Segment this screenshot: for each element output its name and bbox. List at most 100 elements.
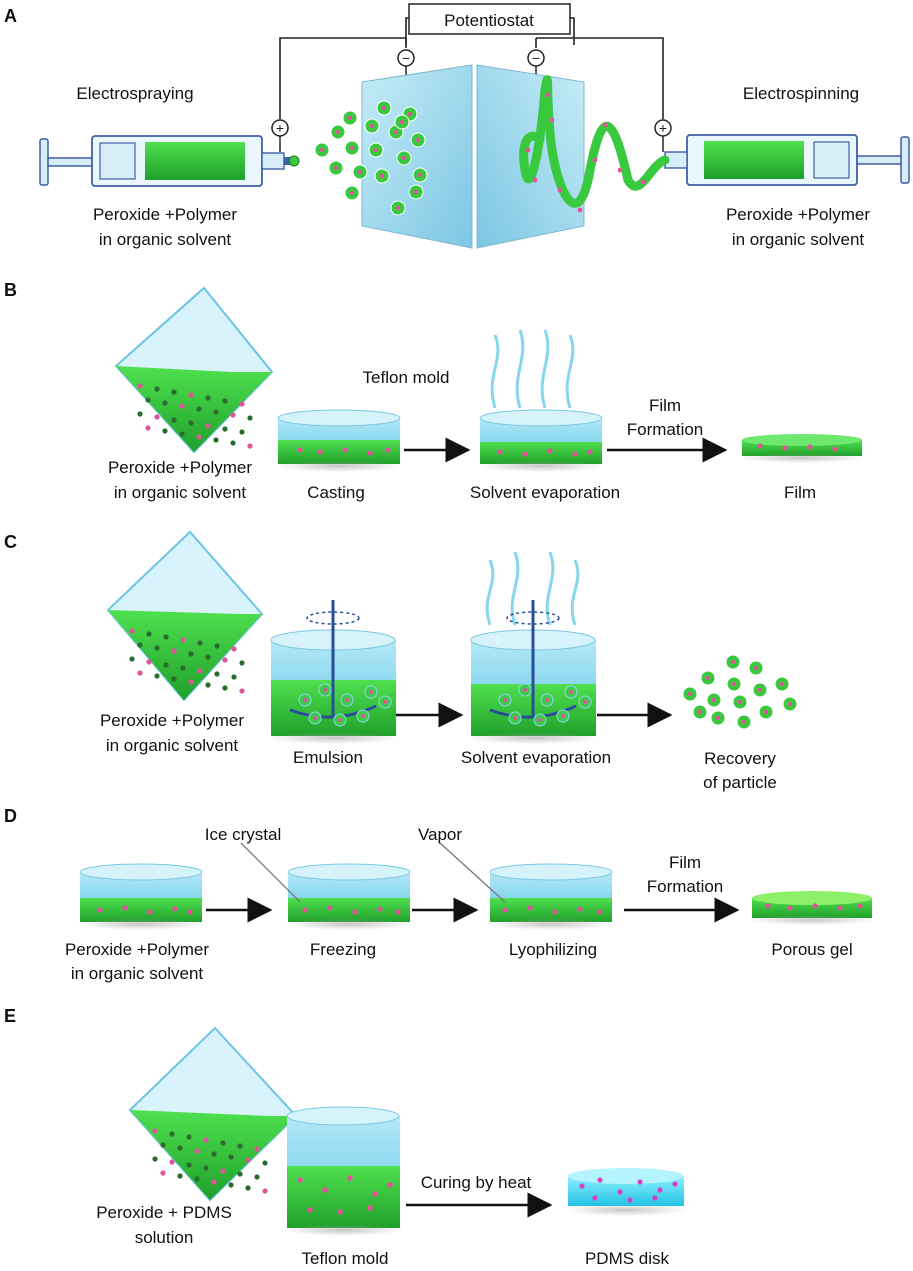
droplet-core <box>407 111 413 117</box>
speckle <box>162 400 168 406</box>
b-arrow-label-line2: Formation <box>627 420 704 439</box>
speckle <box>137 642 143 648</box>
droplet-core <box>313 716 317 720</box>
panel-b: B Teflon mold <box>4 280 866 502</box>
fiber-core <box>592 157 598 163</box>
e-source-line2: solution <box>135 1228 194 1247</box>
e-teflon-mold <box>283 1106 403 1236</box>
fiber-core <box>525 147 531 153</box>
mold-dot <box>385 447 391 453</box>
droplet-core <box>333 165 339 171</box>
particle-core <box>697 709 703 715</box>
speckle <box>203 1165 209 1171</box>
b-arrow-label-line1: Film <box>649 396 681 415</box>
mold-dot <box>547 448 553 454</box>
e-result-pdms-disk: PDMS disk <box>585 1249 670 1268</box>
speckle <box>205 654 211 660</box>
mold-dot <box>577 906 583 912</box>
speckle <box>205 682 211 688</box>
speckle <box>222 685 228 691</box>
c-source-line1: Peroxide +Polymer <box>100 711 244 730</box>
mold-dot <box>327 905 333 911</box>
d-lyophilizing-mold <box>487 863 615 930</box>
mold-dot <box>807 444 813 450</box>
speckle <box>145 425 151 431</box>
mold-dot <box>337 1209 343 1215</box>
d-vapor-label: Vapor <box>418 825 462 844</box>
mold-dot <box>832 446 838 452</box>
speckle <box>146 631 152 637</box>
a-right-caption-line1: Peroxide +Polymer <box>726 205 870 224</box>
mold-dot <box>782 445 788 451</box>
particle-core <box>779 681 785 687</box>
droplet-core <box>415 137 421 143</box>
speckle <box>186 1162 192 1168</box>
speckle <box>262 1188 268 1194</box>
c-evaporation-beaker <box>467 551 599 744</box>
minus-terminal-right: − <box>527 49 545 67</box>
droplet-core <box>347 115 353 121</box>
panel-a: A Potentiostat − − + + <box>4 3 910 249</box>
speckle <box>180 665 186 671</box>
speckle <box>169 1131 175 1137</box>
particle-core <box>715 715 721 721</box>
speckle <box>237 1143 243 1149</box>
speckle <box>194 1176 200 1182</box>
c-result-line1: Recovery <box>704 749 776 768</box>
mold-dot <box>297 1177 303 1183</box>
speckle <box>188 651 194 657</box>
droplet-core <box>401 155 407 161</box>
e-pdms-disk <box>564 1168 688 1216</box>
electrosprayed-droplets <box>314 92 646 216</box>
speckle <box>239 660 245 666</box>
droplet-core <box>569 690 573 694</box>
b-source-line2: in organic solvent <box>114 483 247 502</box>
e-pouring-beaker <box>128 1026 298 1202</box>
mold-dot <box>377 906 383 912</box>
c-emulsion-beaker <box>267 600 399 744</box>
speckle <box>203 1137 209 1143</box>
droplet-core <box>361 714 365 718</box>
droplet-core <box>369 123 375 129</box>
d-particle-dots <box>97 443 863 915</box>
speckle <box>171 648 177 654</box>
droplet-core <box>583 700 587 704</box>
mold-dot <box>812 903 818 909</box>
mold-dot <box>367 450 373 456</box>
syringe-left <box>39 135 300 187</box>
speckle <box>245 1157 251 1163</box>
speckle <box>247 415 253 421</box>
d-source-line1: Peroxide +Polymer <box>65 940 209 959</box>
droplet-core <box>349 145 355 151</box>
c-evaporation-droplets <box>498 683 592 727</box>
fiber-core <box>557 187 563 193</box>
speckle <box>137 411 143 417</box>
speckle <box>188 679 194 685</box>
d-step-freezing: Freezing <box>310 940 376 959</box>
mold-dot <box>765 903 771 909</box>
speckle <box>228 1154 234 1160</box>
potentiostat-box <box>408 3 571 35</box>
mold-dot <box>502 907 508 913</box>
c-emulsion-droplets <box>298 683 392 727</box>
droplet-core <box>381 105 387 111</box>
speckle <box>162 428 168 434</box>
mold-dot <box>187 909 193 915</box>
svg-text:+: + <box>659 120 667 136</box>
speckle <box>228 1182 234 1188</box>
mold-dot <box>527 905 533 911</box>
panel-e-letter: E <box>4 1006 16 1026</box>
speckle <box>171 389 177 395</box>
speckle <box>177 1173 183 1179</box>
speckle <box>194 1148 200 1154</box>
b-mold-label: Teflon mold <box>363 368 450 387</box>
droplet-core <box>538 718 542 722</box>
speckle <box>245 1185 251 1191</box>
minus-terminal-left: − <box>397 49 415 67</box>
speckle <box>145 397 151 403</box>
speckle <box>188 392 194 398</box>
droplet-core <box>369 690 373 694</box>
particle-core <box>687 691 693 697</box>
particle-core <box>741 719 747 725</box>
b-beaker-dots <box>137 383 253 449</box>
